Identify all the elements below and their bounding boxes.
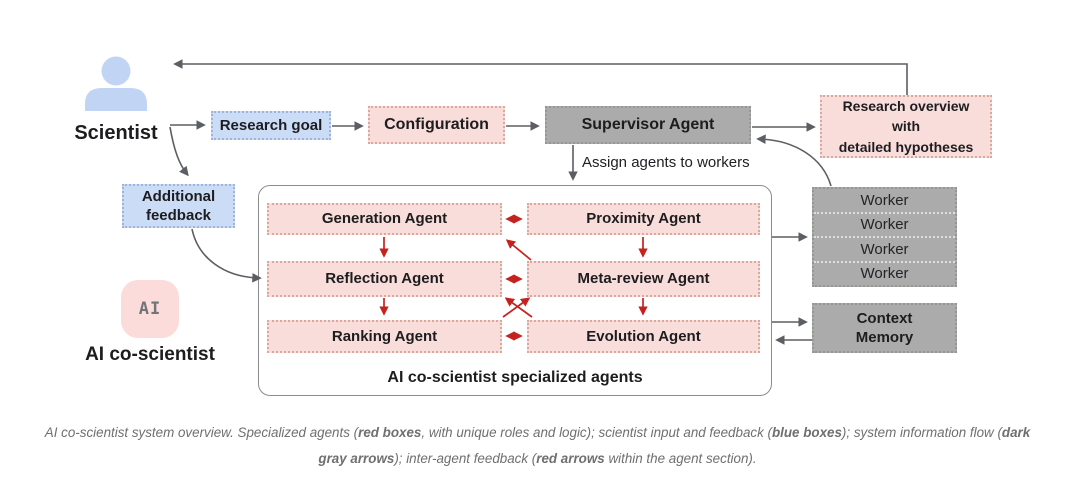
ranking-agent-box: Ranking Agent	[267, 320, 502, 353]
supervisor-agent-box: Supervisor Agent	[545, 106, 751, 144]
research-overview-box: Research overview with detailed hypothes…	[820, 95, 992, 158]
figure-caption: AI co-scientist system overview. Special…	[44, 425, 1031, 467]
worker-row: Worker	[860, 191, 909, 209]
person-icon	[85, 56, 147, 111]
ai-co-scientist-label: AI co-scientist	[85, 344, 215, 365]
worker-row: Worker	[814, 211, 955, 237]
generation-agent-box: Generation Agent	[267, 203, 502, 235]
arrow-feedback-to-agents	[191, 228, 262, 283]
assign-agents-label: Assign agents to workers	[582, 154, 750, 171]
worker-row: Worker	[814, 236, 955, 261]
configuration-box: Configuration	[368, 106, 505, 144]
agents-section-label: AI co-scientist specialized agents	[387, 369, 643, 386]
worker-row: Worker	[814, 260, 955, 286]
additional-feedback-box: Additional feedback	[122, 184, 235, 228]
arrow-overview-to-scientist	[173, 59, 908, 95]
meta-review-agent-box: Meta-review Agent	[527, 261, 760, 297]
scientist-label: Scientist	[74, 122, 158, 144]
proximity-agent-box: Proximity Agent	[527, 203, 760, 235]
context-memory-box: Context Memory	[812, 303, 957, 353]
evolution-agent-box: Evolution Agent	[527, 320, 760, 353]
workers-box: Worker Worker Worker Worker	[812, 187, 957, 287]
research-goal-box: Research goal	[211, 111, 331, 140]
reflection-agent-box: Reflection Agent	[267, 261, 502, 297]
ai-badge-icon: AI	[121, 280, 179, 338]
